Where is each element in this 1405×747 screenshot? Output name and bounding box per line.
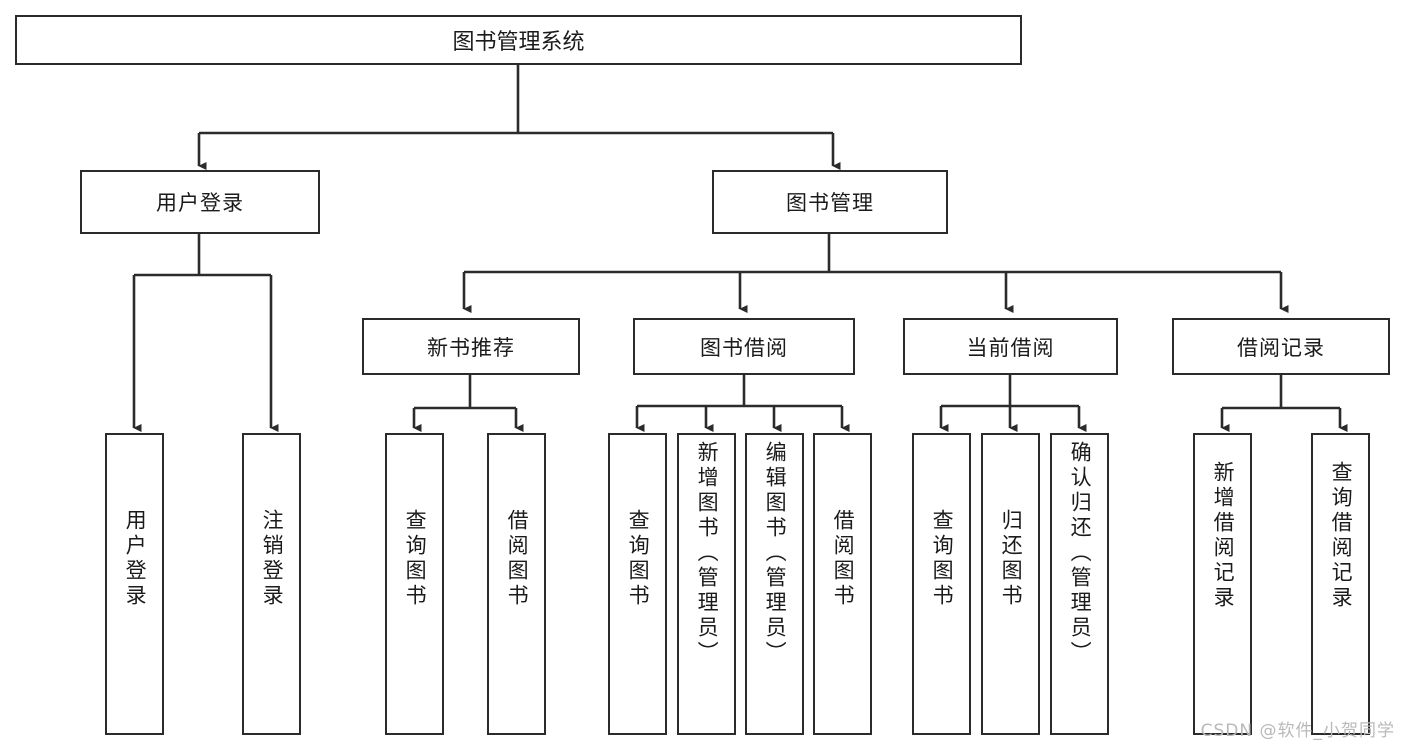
leaf-new-book-query[interactable]: 查询图书 — [385, 433, 444, 735]
leaf-borrow-edit-book-admin[interactable]: 编辑图书（管理员） — [745, 433, 804, 735]
node-user-login[interactable]: 用户登录 — [80, 170, 320, 234]
node-new-book-recommend[interactable]: 新书推荐 — [362, 318, 580, 375]
leaf-label: 用户登录 — [123, 509, 148, 609]
leaf-label: 查询图书 — [626, 509, 651, 609]
watermark: CSDN @软件_小贺同学 — [1200, 721, 1395, 741]
leaf-label: 借阅图书 — [505, 509, 530, 609]
leaf-new-book-borrow[interactable]: 借阅图书 — [487, 433, 546, 735]
leaf-current-confirm-return-admin[interactable]: 确认归还（管理员） — [1050, 433, 1109, 735]
leaf-label: 归还图书 — [999, 509, 1024, 609]
leaf-label: 查询图书 — [403, 509, 428, 609]
leaf-borrow-query-book[interactable]: 查询图书 — [608, 433, 667, 735]
node-borrow-record[interactable]: 借阅记录 — [1172, 318, 1390, 375]
node-book-management[interactable]: 图书管理 — [712, 170, 948, 234]
node-current-borrow[interactable]: 当前借阅 — [903, 318, 1118, 375]
leaf-borrow-borrow-book[interactable]: 借阅图书 — [813, 433, 872, 735]
leaf-current-query-book[interactable]: 查询图书 — [912, 433, 971, 735]
leaf-current-return-book[interactable]: 归还图书 — [981, 433, 1040, 735]
leaf-user-login-logout[interactable]: 注销登录 — [242, 433, 301, 735]
leaf-label: 编辑图书（管理员） — [763, 441, 788, 666]
leaf-record-query-record[interactable]: 查询借阅记录 — [1311, 433, 1370, 735]
node-book-borrow[interactable]: 图书借阅 — [633, 318, 855, 375]
leaf-user-login-login[interactable]: 用户登录 — [105, 433, 164, 735]
node-root-system[interactable]: 图书管理系统 — [15, 15, 1022, 65]
leaf-label: 注销登录 — [260, 509, 285, 609]
leaf-label: 新增借阅记录 — [1211, 461, 1236, 611]
leaf-label: 查询图书 — [930, 509, 955, 609]
leaf-label: 查询借阅记录 — [1329, 461, 1354, 611]
leaf-borrow-add-book-admin[interactable]: 新增图书（管理员） — [677, 433, 736, 735]
leaf-label: 确认归还（管理员） — [1068, 441, 1093, 666]
leaf-label: 借阅图书 — [831, 509, 856, 609]
leaf-record-add-record[interactable]: 新增借阅记录 — [1193, 433, 1252, 735]
leaf-label: 新增图书（管理员） — [695, 441, 720, 666]
